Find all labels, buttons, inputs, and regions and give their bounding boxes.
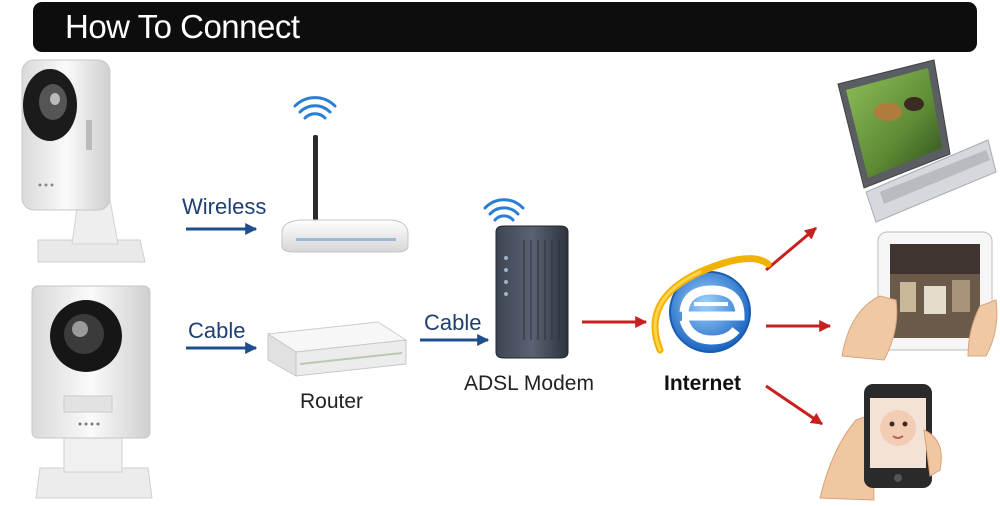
title-bar: How To Connect bbox=[33, 2, 977, 52]
router-icon bbox=[266, 321, 408, 377]
ip-camera-icon bbox=[31, 285, 153, 499]
router-label: Router bbox=[300, 390, 364, 413]
smartphone-icon bbox=[819, 384, 942, 501]
tablet-icon bbox=[841, 231, 998, 361]
page-title: How To Connect bbox=[65, 8, 300, 45]
laptop-icon bbox=[837, 59, 997, 223]
cable-label: Cable bbox=[188, 318, 246, 343]
modem-label: ADSL Modem bbox=[464, 372, 594, 395]
wireless-label: Wireless bbox=[182, 194, 267, 219]
adsl-modem-icon bbox=[483, 198, 569, 359]
wireless-router-icon bbox=[281, 96, 409, 253]
internet-label: Internet bbox=[664, 372, 742, 395]
laptop-arrow bbox=[765, 226, 817, 272]
phone-arrow bbox=[765, 384, 823, 426]
cable-label: Cable bbox=[424, 310, 482, 335]
internet-explorer-icon bbox=[651, 255, 772, 354]
ip-camera-icon bbox=[21, 59, 146, 263]
